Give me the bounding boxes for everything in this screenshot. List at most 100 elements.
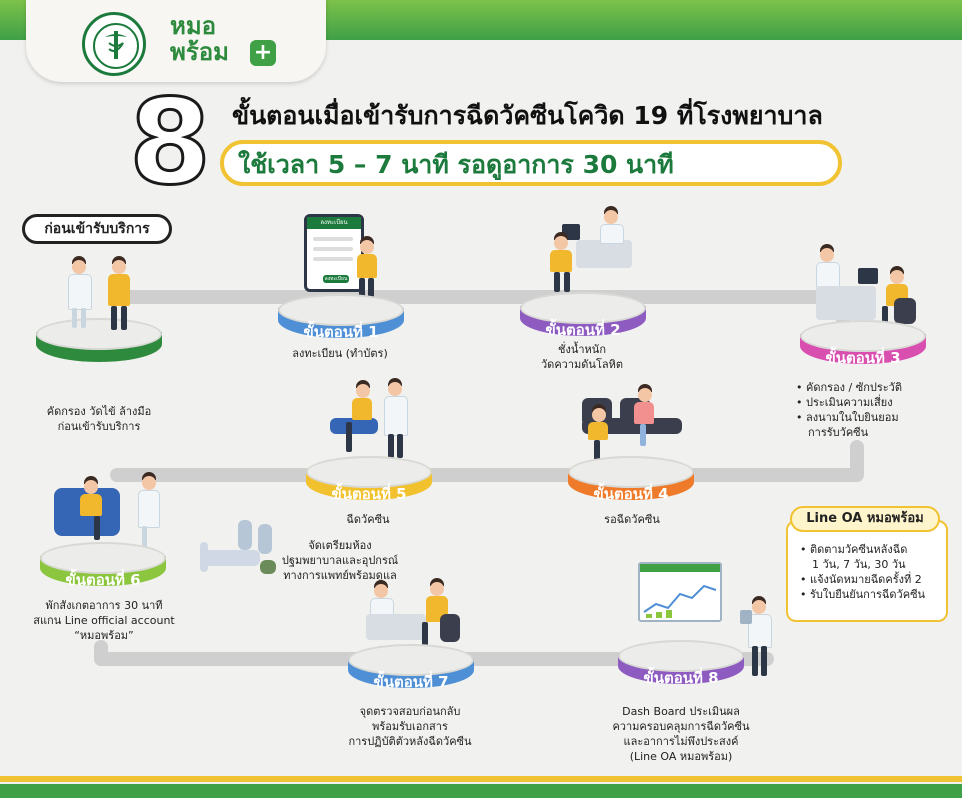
caption-line: พร้อมรับเอกสาร — [372, 720, 448, 733]
patient-body — [352, 398, 372, 420]
caption-text: ประเมินความเสี่ยง — [806, 396, 893, 409]
staff-head — [374, 584, 388, 598]
platform-top — [278, 294, 404, 326]
step1-label: ขั้นตอนที่ 1 — [303, 323, 379, 341]
platform-top — [306, 456, 432, 488]
platform-top — [618, 640, 744, 672]
step7-scene — [360, 578, 470, 658]
step5-caption: ฉีดวัคซีน — [288, 512, 448, 527]
desk — [816, 286, 876, 320]
caption-line: Dash Board ประเมินผล — [622, 705, 740, 718]
patient-body — [80, 494, 102, 516]
step3-scene — [808, 244, 918, 336]
mohprom-logo: หมอ พร้อม + — [170, 12, 280, 68]
caption-line: ลงทะเบียน (ทำบัตร) — [292, 347, 388, 360]
line-oa-title: Line OA หมอพร้อม — [790, 506, 940, 532]
step4-scene — [580, 384, 690, 464]
dashboard-header — [640, 564, 720, 572]
caption-line: คัดกรอง วัดไข้ ล้างมือ — [46, 405, 152, 418]
patient-leg — [94, 516, 100, 540]
room-window — [238, 520, 252, 550]
platform-top — [36, 318, 162, 350]
dashboard-chart-icon — [638, 562, 722, 622]
nurse-body — [384, 396, 408, 436]
nurse-head — [72, 260, 86, 274]
mohprom-logo-line2: พร้อม — [170, 38, 229, 66]
patient-leg — [422, 622, 428, 648]
nurse-leg — [81, 308, 86, 328]
pre-service-caption: คัดกรอง วัดไข้ ล้างมือ ก่อนเข้ารับบริการ — [36, 404, 162, 434]
caption-line: พักสังเกตอาการ 30 นาที — [45, 599, 163, 612]
caption-line: การปฏิบัติตัวหลังฉีดวัคซีน — [348, 735, 472, 748]
line-oa-item: • ติดตามวัคซีนหลังฉีด — [800, 543, 908, 556]
caption-line: (Line OA หมอพร้อม) — [629, 750, 733, 763]
bottom-green-stripe — [0, 784, 962, 798]
patient-body — [108, 274, 130, 306]
wheelchair-icon — [260, 560, 276, 574]
officer-leg — [752, 646, 758, 676]
patient-leg — [554, 272, 560, 292]
line-oa-item-text: ติดตามวัคซีนหลังฉีด — [810, 543, 908, 556]
phone-form-line — [313, 257, 353, 261]
line-oa-item-text: รับใบยืนยันการฉีดวัคซีน — [810, 588, 926, 601]
platform-top — [520, 292, 646, 324]
officer-head — [752, 600, 766, 614]
step6-caption: พักสังเกตอาการ 30 นาที สแกน Line officia… — [24, 598, 184, 643]
step7-label: ขั้นตอนที่ 7 — [373, 673, 449, 691]
moph-logo-ring — [93, 23, 139, 69]
step8-caption: Dash Board ประเมินผล ความครอบคลุมการฉีดว… — [596, 704, 766, 764]
patient-leg — [640, 424, 646, 446]
bottom-yellow-stripe — [0, 776, 962, 782]
pre-service-tag: ก่อนเข้ารับบริการ — [22, 214, 172, 244]
phone-button-label: ลงทะเบียน — [324, 276, 348, 282]
line-oa-item: • รับใบยืนยันการฉีดวัคซีน — [800, 588, 926, 601]
caption-line: จัดเตรียมห้อง — [308, 539, 372, 552]
step1-platform: ขั้นตอนที่ 1 — [278, 294, 404, 344]
caption-line: การรับวัคซีน — [796, 425, 902, 440]
step8-label: ขั้นตอนที่ 8 — [643, 669, 719, 687]
line-oa-item: 1 วัน, 7 วัน, 30 วัน — [800, 557, 925, 572]
patient-head — [592, 408, 606, 422]
line-oa-item: • แจ้งนัดหมายฉีดครั้งที่ 2 — [800, 573, 922, 586]
line-oa-list: • ติดตามวัคซีนหลังฉีด 1 วัน, 7 วัน, 30 ว… — [800, 542, 925, 602]
step2-caption: ชั่งน้ำหนัก วัดความดันโลหิต — [502, 342, 662, 372]
nurse-head — [604, 210, 618, 224]
path-row-2 — [110, 468, 864, 482]
dashboard-graph-icon — [643, 584, 717, 618]
platform-top — [348, 644, 474, 676]
logo-card — [26, 0, 326, 82]
phone-header — [307, 217, 361, 229]
nurse-leg — [388, 434, 394, 458]
nurse-head — [388, 382, 402, 396]
patient-leg — [882, 306, 888, 328]
platform-top — [800, 320, 926, 352]
patient-leg — [368, 278, 374, 298]
caption-line: “หมอพร้อม” — [74, 629, 134, 642]
chair — [440, 614, 460, 642]
phone-form-line — [313, 247, 353, 251]
mohprom-logo-line1: หมอ — [170, 12, 217, 40]
caption-text: ลงนามในใบยินยอม — [806, 411, 899, 424]
bed — [200, 550, 260, 566]
patient-leg — [359, 278, 365, 298]
title-line1: ขั้นตอนเมื่อเข้ารับการฉีดวัคซีนโควิด 19 … — [232, 101, 823, 130]
step5-platform: ขั้นตอนที่ 5 — [306, 456, 432, 506]
title-pill — [220, 140, 842, 186]
path-row-1 — [110, 290, 850, 304]
step6-label: ขั้นตอนที่ 6 — [65, 571, 141, 589]
patient-head — [112, 260, 126, 274]
first-aid-caption: จัดเตรียมห้อง ปฐมพยาบาลและอุปกรณ์ ทางการ… — [270, 538, 410, 583]
step8-officer — [740, 596, 776, 678]
desk — [576, 240, 632, 268]
nurse-body — [68, 274, 92, 310]
moph-logo-icon — [82, 12, 146, 76]
step2-label: ขั้นตอนที่ 2 — [545, 321, 621, 339]
step1-patient — [354, 236, 380, 298]
step5-scene — [330, 378, 420, 464]
plus-icon: + — [250, 40, 276, 66]
platform-top — [568, 456, 694, 488]
monitor-icon — [858, 268, 878, 284]
big-number: 8 — [127, 73, 212, 211]
patient-body — [588, 422, 608, 440]
